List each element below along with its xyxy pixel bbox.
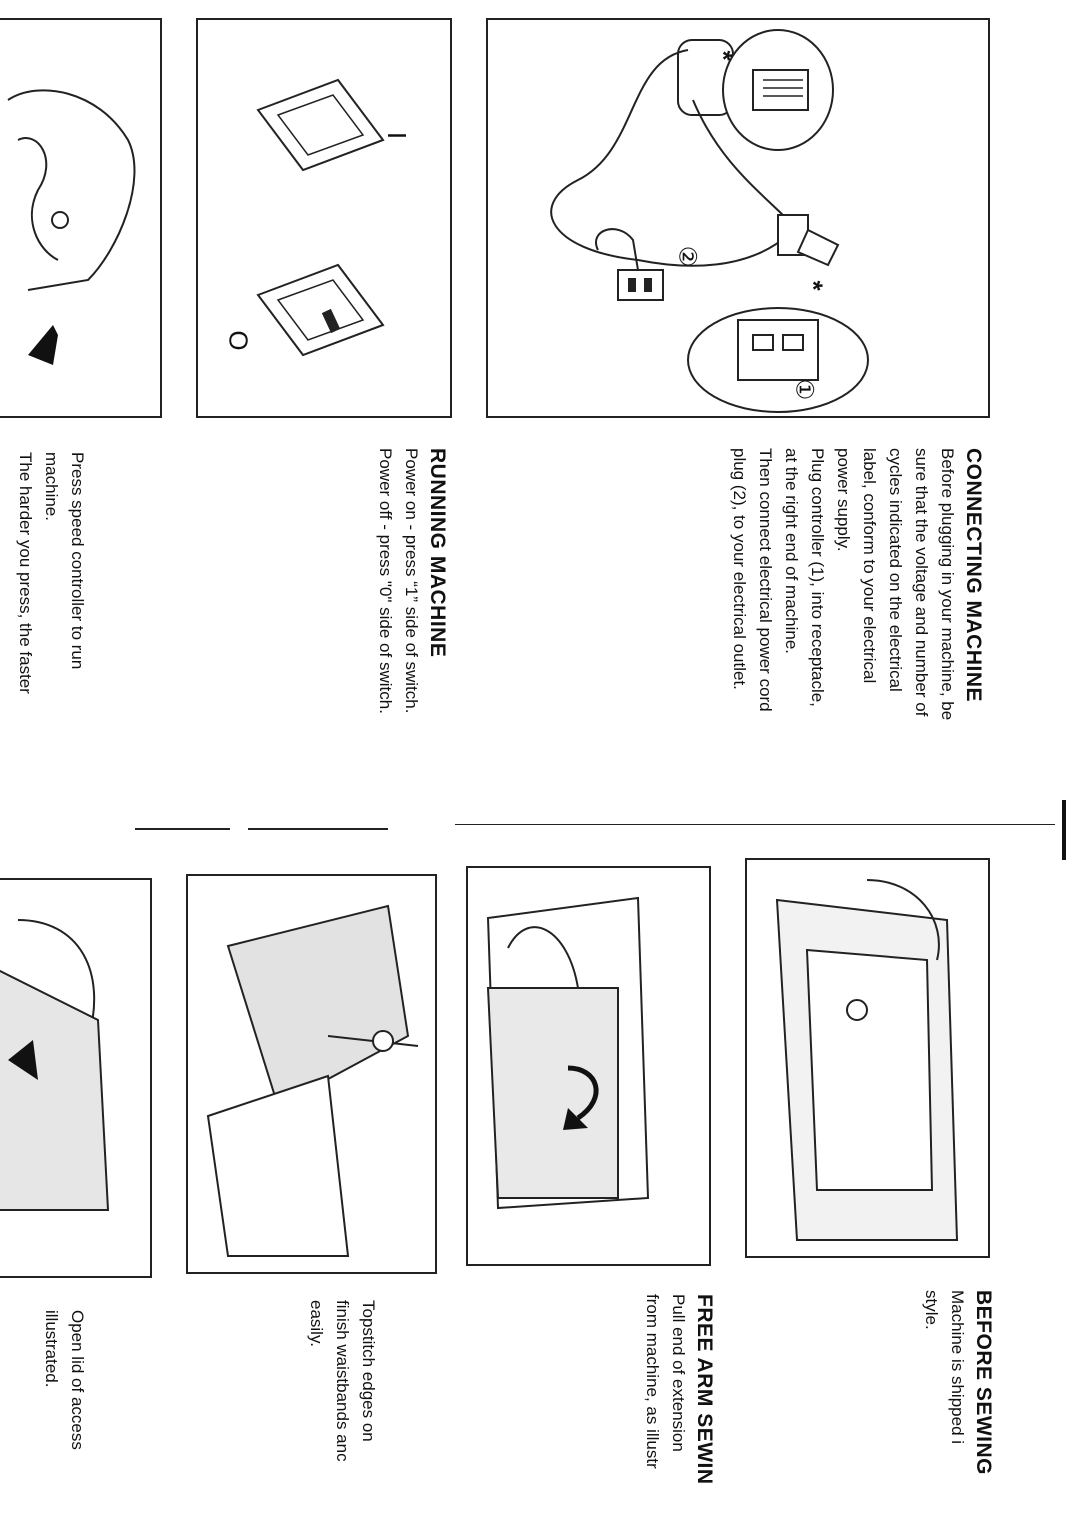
before-sewing-figure: [745, 858, 990, 1258]
label-one: ①: [790, 378, 818, 401]
connecting-line-8: Then connect electrical power cord: [756, 448, 775, 712]
connecting-line-3: cycles indicated on the electrical: [886, 448, 905, 692]
before-sewing-heading: BEFORE SEWING: [972, 1290, 995, 1476]
connecting-machine-figure: ② ① * *: [486, 18, 990, 418]
speed-line-1: Press speed controller to run: [68, 452, 87, 670]
asterisk-bottom: *: [798, 280, 829, 291]
speed-line-2: machine.: [42, 452, 61, 521]
connecting-line-6: Plug controller (1), into receptacle,: [808, 448, 827, 707]
before-sewing-section: BEFORE SEWING Machine is shipped i style…: [918, 1290, 996, 1475]
running-line-2: Power off - press "0" side of switch.: [376, 448, 395, 714]
open-lid-line-2: illustrated.: [42, 1310, 61, 1388]
topstitch-line-3: easily.: [307, 1300, 326, 1347]
free-arm-figure: [466, 866, 711, 1266]
running-machine-section: RUNNING MACHINE Power on - press “1” sid…: [372, 448, 450, 714]
power-switch-figure: I O: [196, 18, 452, 418]
connecting-machine-section: CONNECTING MACHINE Before plugging in yo…: [726, 448, 986, 720]
connecting-heading: CONNECTING MACHINE: [962, 448, 985, 702]
topstitch-section: Topstitch edges on finish waistbands anc…: [303, 1300, 381, 1462]
running-line-1: Power on - press “1” side of switch.: [402, 448, 421, 714]
free-arm-heading: FREE ARM SEWIN: [693, 1294, 716, 1485]
speed-line-3: The harder you press, the faster: [16, 452, 35, 694]
running-heading: RUNNING MACHINE: [426, 448, 449, 658]
asterisk-top: *: [708, 50, 739, 61]
fold-line-mid: [248, 828, 388, 830]
fold-line-right: [455, 824, 1055, 825]
open-lid-line-1: Open lid of access: [68, 1310, 87, 1450]
before-sewing-line-1: Machine is shipped i: [948, 1290, 967, 1445]
foot-controller-figure: [0, 18, 162, 418]
connecting-line-1: Before plugging in your machine, be: [938, 448, 957, 721]
switch-off-label: O: [223, 330, 254, 351]
open-lid-figure: [0, 878, 152, 1278]
label-two: ②: [673, 245, 701, 268]
connecting-line-5: power supply.: [834, 448, 853, 552]
topstitch-figure: [186, 874, 437, 1274]
connecting-line-2: sure that the voltage and number of: [912, 448, 931, 717]
topstitch-line-2: finish waistbands anc: [333, 1300, 352, 1462]
fold-line-left: [135, 828, 230, 830]
free-arm-section: FREE ARM SEWIN Pull end of extension fro…: [639, 1294, 717, 1485]
page-edge-mark: [1062, 800, 1066, 860]
topstitch-line-1: Topstitch edges on: [359, 1300, 378, 1442]
free-arm-line-1: Pull end of extension: [669, 1294, 688, 1452]
connecting-line-7: at the right end of machine.: [782, 448, 801, 655]
free-arm-line-2: from machine, as illustr: [643, 1294, 662, 1469]
connecting-line-4: label, conform to your electrical: [860, 448, 879, 684]
speed-controller-section: Press speed controller to run machine. T…: [12, 452, 90, 694]
switch-on-label: I: [382, 131, 413, 140]
before-sewing-line-2: style.: [922, 1290, 941, 1330]
connecting-line-9: plug (2), to your electrical outlet.: [730, 448, 749, 690]
open-lid-section: Open lid of access illustrated.: [38, 1310, 90, 1450]
